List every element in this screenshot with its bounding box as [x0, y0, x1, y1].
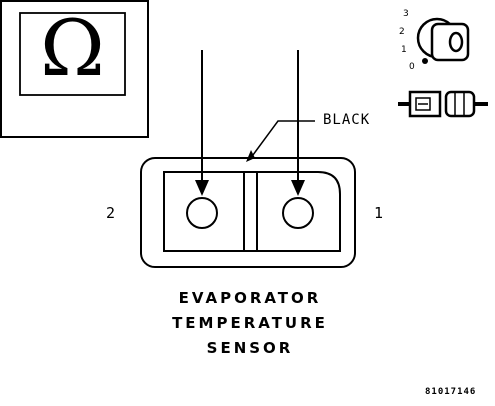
pin-1-cavity	[282, 197, 314, 229]
component-caption-line-3: SENSOR	[206, 339, 294, 357]
ignition-position-2: 2	[399, 27, 405, 37]
component-caption-line-2: TEMPERATURE	[172, 314, 328, 332]
ohmmeter-icon	[0, 0, 149, 138]
unplugged-connector-icon	[398, 90, 488, 118]
wire-color-label: BLACK	[323, 112, 371, 128]
ignition-key-icon	[416, 17, 470, 64]
wire-color-leader	[246, 120, 315, 162]
ignition-position-3: 3	[403, 9, 409, 19]
probe-arrow-pin-1	[291, 50, 305, 196]
pin-number-1: 1	[374, 204, 384, 222]
ignition-position-0: 0	[409, 62, 415, 72]
figure-reference: 81017146	[425, 387, 477, 397]
pin-number-2: 2	[106, 204, 116, 222]
ohm-symbol: Ω	[40, 4, 105, 94]
probe-arrow-pin-2	[195, 50, 209, 196]
pin-2-cavity	[186, 197, 218, 229]
sensor-connector	[140, 157, 356, 268]
ignition-position-1: 1	[401, 45, 407, 55]
component-caption-line-1: EVAPORATOR	[178, 289, 322, 307]
